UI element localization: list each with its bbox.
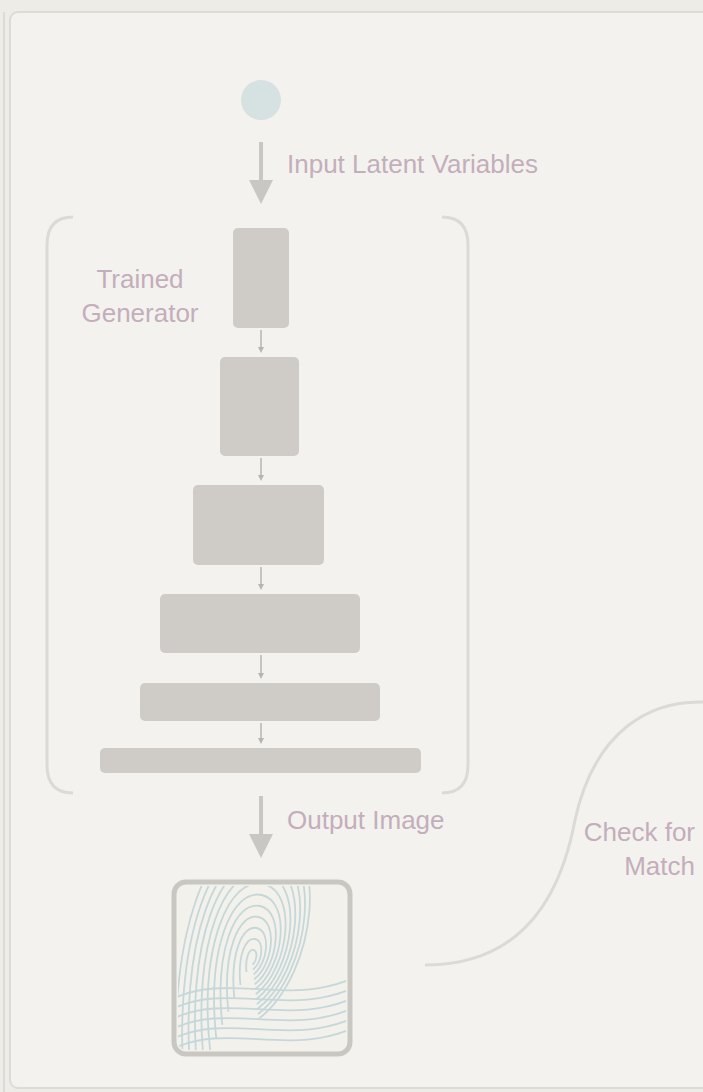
input-arrow xyxy=(259,142,263,192)
ridge xyxy=(178,1005,346,1030)
panel xyxy=(10,12,703,1088)
ridge xyxy=(240,939,261,985)
annotation-label: Output Image xyxy=(287,804,445,838)
annotation-label: Input Latent Variables xyxy=(287,148,538,182)
ridge xyxy=(178,886,310,1050)
latent-dot xyxy=(241,80,281,120)
ridge xyxy=(221,906,276,1025)
ridge xyxy=(189,886,301,1050)
group-label: Trained Generator xyxy=(65,263,215,331)
output-arrow xyxy=(259,796,263,846)
annotation-label: Check for Match xyxy=(565,816,695,884)
ridge xyxy=(178,985,346,1010)
ridge xyxy=(178,1025,346,1050)
layer-arrows xyxy=(260,330,262,741)
ridge xyxy=(195,886,295,1050)
ridge xyxy=(178,995,346,1020)
ridge xyxy=(178,1015,346,1040)
ridge xyxy=(178,975,346,1000)
ridge xyxy=(201,886,290,1050)
ridge xyxy=(182,886,305,1050)
fingerprint xyxy=(178,886,346,1050)
generator-group: Trained Generator xyxy=(45,215,470,795)
